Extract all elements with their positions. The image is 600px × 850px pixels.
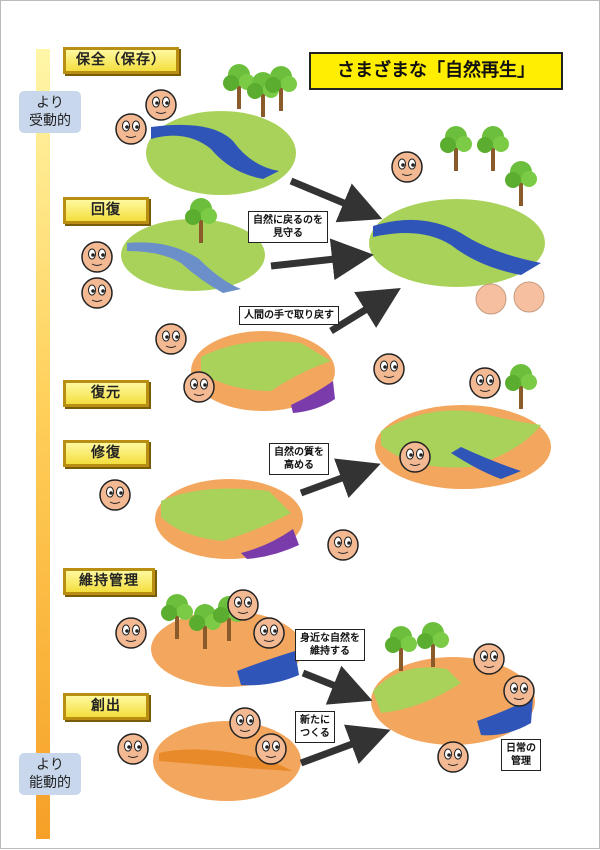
natural-result-island [369,126,545,287]
note-line: 日常の [506,742,536,755]
note-line: 自然の質を [274,446,324,459]
note-restore-by-hand: 人間の手で取り戻す [239,306,339,325]
note-line: つくる [300,727,330,740]
note-improve-quality: 自然の質を 高める [269,443,329,475]
note-line: 身近な自然を [300,632,360,645]
note-line: 自然に戻るのを [253,214,323,227]
rehabilitation-island [155,479,303,559]
note-line: 見守る [253,227,323,240]
recovery-island [121,198,265,293]
improved-result-island [375,364,551,489]
conservation-island [146,64,297,195]
note-line: 管理 [506,755,536,768]
note-line: 高める [274,459,324,472]
note-watch: 自然に戻るのを 見守る [248,211,328,243]
note-line: 新たに [300,714,330,727]
note-daily-management: 日常の 管理 [501,739,541,771]
note-maintain: 身近な自然を 維持する [295,629,365,661]
restoration-island [191,331,335,413]
note-line: 維持する [300,645,360,658]
note-create: 新たに つくる [295,711,335,743]
